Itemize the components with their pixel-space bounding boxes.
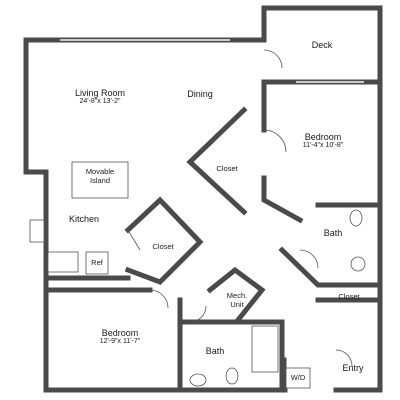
deck-label: Deck xyxy=(311,40,333,50)
closet3-label: Closet xyxy=(338,292,360,301)
bath2-sink-icon xyxy=(189,373,207,387)
entry-wall xyxy=(333,347,383,393)
sink-icon xyxy=(29,219,45,243)
doors xyxy=(127,49,353,367)
bedroom2-dims: 12'-9"x 11'-7" xyxy=(99,338,141,346)
washer-dryer-outline xyxy=(285,367,311,389)
toilet-icon xyxy=(225,367,239,385)
bath1-walls xyxy=(278,246,378,288)
bedroom1-dims: 11'-4"x 10'-8" xyxy=(302,142,344,150)
kitchen-label: Kitchen xyxy=(68,214,100,224)
living-room-name: Living Room xyxy=(74,88,126,98)
mech-walls xyxy=(206,266,266,324)
closet2-label: Closet xyxy=(152,242,174,251)
door-bath2-swing xyxy=(189,305,207,323)
fixtures xyxy=(29,161,366,389)
windows xyxy=(60,39,364,83)
bedroom-west-wall xyxy=(43,275,183,393)
door-bedroom2-swing xyxy=(149,289,169,309)
movable-island-line1: Movable xyxy=(85,167,115,176)
washer-dryer-label: W/D xyxy=(290,373,306,382)
door-bath1-swing xyxy=(299,249,319,269)
mech-unit-line2: Unit xyxy=(230,299,244,309)
bath2-label: Bath xyxy=(205,346,225,356)
bedroom1-label: Bedroom 11'-4"x 10'-8" xyxy=(286,132,360,150)
kitchen-outer-wall xyxy=(23,169,49,281)
door-closet2-swing xyxy=(127,229,141,251)
deck-wall xyxy=(261,5,383,85)
bath1-toilet-icon xyxy=(349,209,363,227)
refrigerator-outline xyxy=(85,251,109,275)
bedroom1-name: Bedroom xyxy=(304,132,342,142)
movable-island-line2: Island xyxy=(89,175,110,185)
dining-label: Dining xyxy=(187,89,213,99)
entry-label: Entry xyxy=(342,363,364,373)
mech-unit-line1: Mech. xyxy=(226,291,248,300)
closet2-walls xyxy=(124,196,204,285)
door-entry-swing xyxy=(335,349,353,367)
cooktop-icon xyxy=(47,251,79,273)
bath1-sink-icon xyxy=(350,256,366,272)
bedroom2-name: Bedroom xyxy=(101,328,139,338)
bedroom1-partition xyxy=(261,175,304,224)
mech-unit-label: Mech. Unit xyxy=(222,291,252,309)
ref-label: Ref xyxy=(91,258,103,267)
bedroom2-label: Bedroom 12'-9"x 11'-7" xyxy=(84,328,156,346)
living-room-dims: 24'-8"x 13'-2" xyxy=(79,98,121,106)
door-deck-swing xyxy=(263,49,283,69)
bathtub-icon xyxy=(251,325,279,373)
door-bedroom1-swing xyxy=(263,129,287,153)
bath1-label: Bath xyxy=(323,228,343,238)
movable-island-label: Movable Island xyxy=(72,167,128,185)
movable-island-outline xyxy=(71,161,129,199)
living-room-label: Living Room 24'-8"x 13'-2" xyxy=(60,88,140,106)
closet1-walls xyxy=(186,106,248,216)
closet1-label: Closet xyxy=(216,164,238,173)
walls xyxy=(23,5,383,393)
